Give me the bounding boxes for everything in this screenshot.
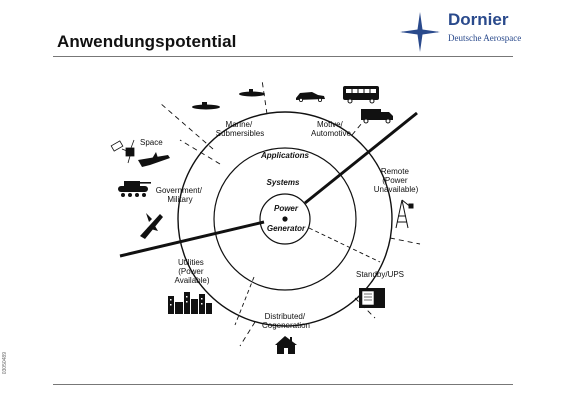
- bottom-divider: [53, 384, 513, 385]
- dornier-logo: Dornier Deutsche Aerospace: [396, 10, 521, 54]
- compass-star-icon: [400, 12, 440, 52]
- tank-icon: [118, 181, 151, 197]
- marine-label: Marine/ Submersibles: [216, 120, 264, 138]
- split-line-left: [119, 220, 265, 258]
- submarine-icon: [192, 89, 265, 110]
- remote-label: Remote (Power Unavailable): [374, 167, 419, 194]
- divider-marine-motive: [261, 79, 268, 115]
- logo-name: Dornier: [448, 10, 509, 29]
- radio-tower-icon: [395, 199, 414, 229]
- bus-icon: [343, 86, 379, 104]
- space-label: Space: [140, 138, 163, 147]
- applications-label: Applications: [260, 151, 310, 160]
- divider-distributed-utilities: [239, 321, 256, 347]
- page-title: Anwendungspotential: [57, 32, 237, 51]
- city-skyline-icon: [168, 292, 212, 314]
- center-dot: [282, 216, 288, 222]
- power-label: Power: [274, 204, 299, 213]
- standby-label: Standby/UPS: [356, 270, 404, 279]
- distributed-label: Distributed/ Cogeneration: [262, 312, 310, 330]
- inner-dividers: [234, 227, 381, 326]
- divider-marine-space: [159, 102, 214, 150]
- systems-ring: [213, 147, 357, 291]
- generator-label: Generator: [267, 224, 306, 233]
- inner-divider-right: [308, 227, 381, 263]
- top-divider: [53, 56, 513, 57]
- satellite-icon: [110, 139, 135, 164]
- divider-remote-standby: [389, 237, 421, 245]
- car-icon: [296, 92, 325, 103]
- split-line-right: [304, 111, 418, 205]
- space-shuttle-icon: [138, 152, 170, 167]
- utilities-label: Utilities (Power Available): [175, 258, 210, 285]
- jet-icon: [140, 213, 163, 239]
- logo-subtitle: Deutsche Aerospace: [448, 33, 522, 43]
- power-generator-ring: [259, 193, 311, 245]
- truck-icon: [361, 109, 393, 124]
- sector-dividers: [159, 79, 421, 347]
- house-icon: [275, 336, 297, 354]
- ups-cabinet-icon: [359, 288, 385, 308]
- applications-ring: [177, 111, 393, 327]
- divider-standby-distributed: [354, 297, 376, 319]
- systems-label: Systems: [267, 178, 300, 187]
- motive-label: Motive/ Automotive: [311, 120, 352, 138]
- divider-government: [179, 139, 221, 165]
- government-label: Government/ Military: [156, 186, 204, 204]
- inner-divider-left: [234, 276, 255, 326]
